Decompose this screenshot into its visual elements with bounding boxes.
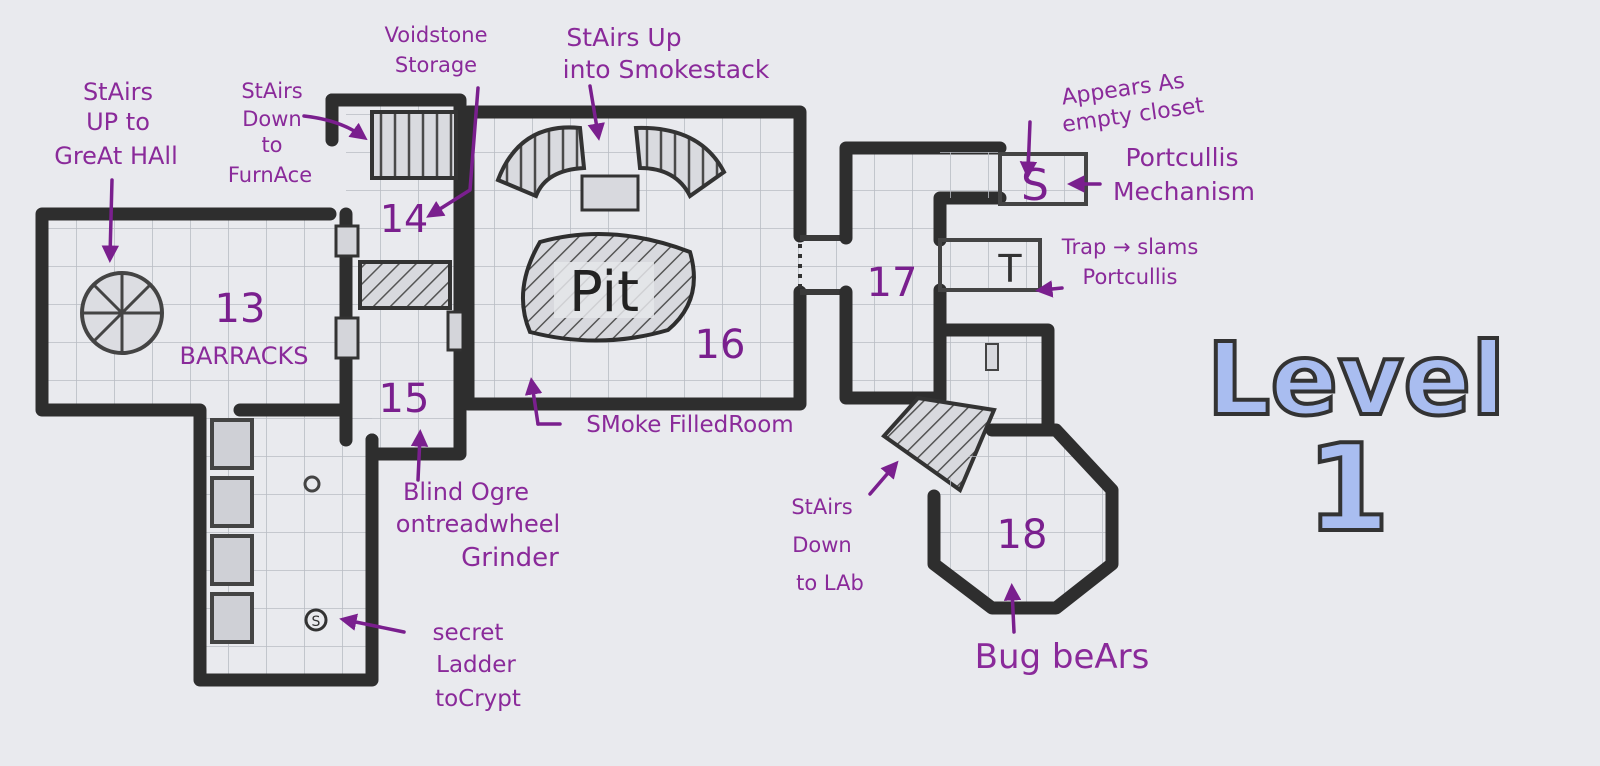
room-13-name: BARRACKS: [180, 342, 309, 370]
room-14-number: 14: [380, 197, 428, 241]
secret-ladder-marker: [304, 608, 328, 632]
room-18: [881, 323, 1119, 615]
room-18-number: 18: [997, 512, 1048, 558]
label-lab-stairs: StAirs Down to LAb: [791, 460, 899, 595]
smokestack-stairs-west: [495, 125, 587, 199]
svg-text:Trap → slams: Trap → slams: [1061, 235, 1199, 259]
svg-text:Blind Ogre: Blind Ogre: [403, 478, 529, 506]
room-14-15-column: [325, 93, 470, 461]
svg-text:Portcullis: Portcullis: [1083, 265, 1178, 289]
svg-text:UP to: UP to: [86, 108, 150, 136]
svg-text:toCrypt: toCrypt: [435, 686, 521, 712]
svg-text:to: to: [261, 133, 282, 157]
label-ladder: secret Ladder toCrypt: [339, 613, 521, 712]
label-ogre: Blind Ogre ontreadwheel Grinder: [396, 429, 560, 573]
svg-text:StAirs Up: StAirs Up: [566, 23, 681, 52]
svg-text:secret: secret: [433, 620, 504, 646]
room-17-number: 17: [867, 260, 918, 306]
spiral-stairs-up: [80, 271, 164, 355]
svg-text:StAirs: StAirs: [241, 79, 302, 103]
label-smokestack: StAirs Up into Smokestack: [563, 23, 770, 141]
room-13-barracks: S: [35, 207, 379, 687]
room-13-number: 13: [215, 286, 266, 332]
svg-text:Voidstone: Voidstone: [384, 23, 487, 47]
svg-text:SMoke FilledRoom: SMoke FilledRoom: [586, 412, 793, 438]
svg-text:StAirs: StAirs: [83, 78, 153, 106]
label-smoke-room: SMoke FilledRoom: [524, 377, 794, 438]
svg-text:Ladder: Ladder: [436, 652, 516, 678]
room-16-number: 16: [695, 322, 746, 368]
label-voidstone: Voidstone Storage: [384, 23, 488, 218]
pit-label: Pit: [569, 260, 639, 325]
svg-text:into Smokestack: into Smokestack: [563, 55, 770, 84]
svg-text:Portcullis: Portcullis: [1125, 143, 1238, 172]
svg-text:Down: Down: [242, 107, 302, 131]
level-title: Level 1: [1205, 319, 1508, 561]
annotations: StAirs UP to GreAt HAll StAirs Down to F…: [54, 23, 1255, 712]
trap-alcove: [938, 238, 1042, 292]
room-16-smoke-room: Pit: [461, 105, 807, 411]
svg-text:Bug beArs: Bug beArs: [975, 637, 1150, 677]
label-stairs-great-hall: StAirs UP to GreAt HAll: [54, 78, 178, 263]
room-15-number: 15: [379, 376, 430, 422]
portcullis-secret-marker: S: [1021, 160, 1049, 211]
label-bugbears: Bug beArs: [975, 583, 1150, 677]
svg-text:to LAb: to LAb: [796, 571, 864, 595]
label-stairs-furnace: StAirs Down to FurnAce: [228, 79, 368, 187]
svg-text:Mechanism: Mechanism: [1113, 177, 1255, 206]
svg-text:Down: Down: [792, 533, 852, 557]
smokestack-stairs-east: [633, 125, 727, 199]
svg-text:Storage: Storage: [395, 53, 477, 77]
svg-text:ontreadwheel: ontreadwheel: [396, 510, 560, 538]
svg-text:Grinder: Grinder: [461, 543, 559, 573]
voidstone-storage: [358, 260, 452, 310]
furnace-stairs: [370, 110, 458, 180]
level-title-word: Level: [1207, 321, 1506, 438]
svg-text:GreAt HAll: GreAt HAll: [54, 142, 178, 170]
secret-ladder-marker-glyph: S: [312, 614, 321, 630]
bunk-beds: [210, 418, 254, 644]
svg-text:StAirs: StAirs: [791, 495, 852, 519]
portcullis-corridor: [798, 235, 846, 295]
level-title-number: 1: [1306, 420, 1390, 559]
room-numbers: 13 14 15 16 17 18 BARRACKS: [180, 197, 1048, 558]
svg-text:FurnAce: FurnAce: [228, 163, 312, 187]
trap-marker: T: [997, 247, 1022, 291]
label-portcullis-mechanism: Portcullis Mechanism: [1067, 143, 1255, 206]
floor-marker: [303, 475, 321, 493]
label-trap: Trap → slams Portcullis: [1035, 235, 1199, 298]
